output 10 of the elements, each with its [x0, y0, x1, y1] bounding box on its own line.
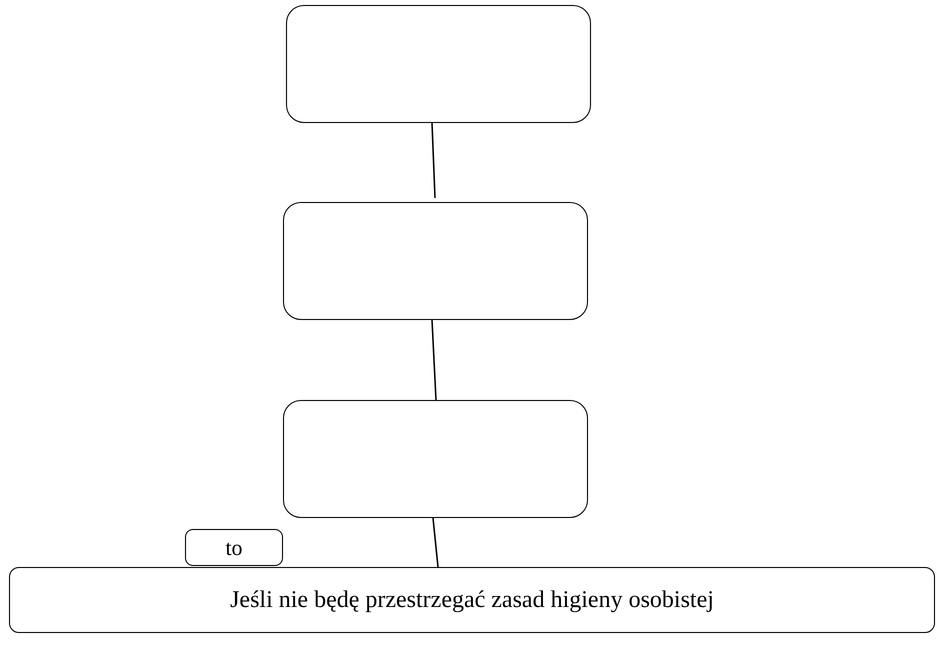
text-box [9, 567, 935, 633]
connector-line [431, 122, 436, 198]
box-shape [286, 5, 591, 123]
label-box [185, 529, 283, 566]
connector-line [432, 518, 439, 568]
connector-line [431, 320, 437, 400]
node-text: to [225, 534, 243, 562]
box-shape [283, 202, 588, 320]
box-shape [283, 400, 588, 518]
node-text: Jeśli nie będę przestrzegać zasad higieny osobistej [230, 586, 714, 615]
